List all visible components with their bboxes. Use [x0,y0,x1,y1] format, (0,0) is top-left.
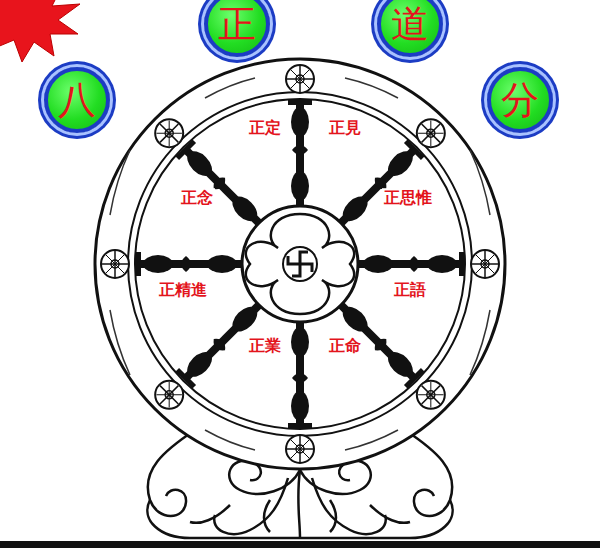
scroll-base [147,430,452,538]
title-circle: 八 [44,67,110,133]
title-circle: 正 [204,0,270,57]
wheel-hub [242,206,358,322]
title-circle: 道 [377,0,443,57]
wheel-spoke [136,100,464,428]
base-bar [0,541,600,548]
path-label: 正語 [392,280,428,300]
path-label: 正業 [247,336,283,356]
rim-medallion [101,65,499,463]
path-label: 正精進 [157,280,209,300]
starburst [0,0,80,62]
title-circle: 分 [487,67,553,133]
path-label: 正思惟 [382,188,434,208]
circle-character: 分 [501,81,539,119]
path-label: 正命 [327,336,363,356]
circle-character: 道 [391,5,429,43]
path-label: 正見 [327,118,363,138]
circle-character: 八 [58,81,96,119]
circle-character: 正 [218,5,256,43]
wheel-rim [95,59,505,469]
rim-ornament [110,78,490,450]
path-label: 正定 [247,118,283,138]
path-label: 正念 [179,188,215,208]
